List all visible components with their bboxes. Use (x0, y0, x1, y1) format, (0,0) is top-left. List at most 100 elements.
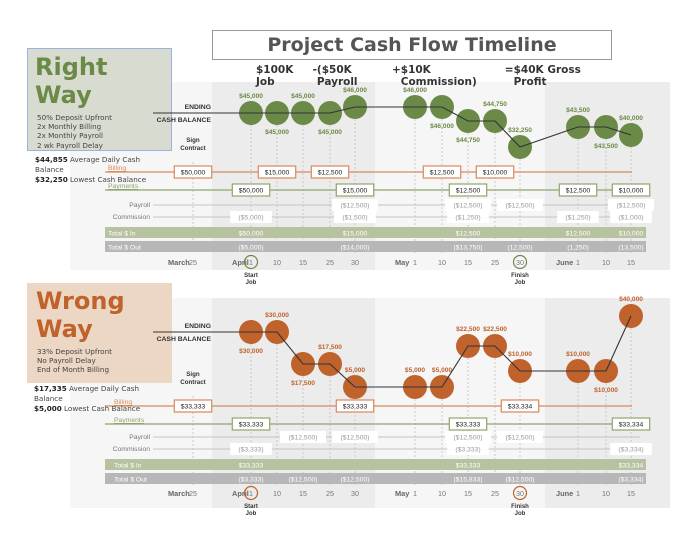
month-label: March (168, 489, 190, 498)
billing-box (310, 165, 350, 179)
total-out-bar (105, 473, 646, 484)
payroll-box (608, 199, 654, 211)
equation-commission: $10K Commission) (400, 64, 477, 88)
balance-label: $45,000 (291, 93, 315, 100)
payroll-box (497, 431, 543, 443)
balance-circle (619, 123, 643, 147)
total-in-value: $12,500 (456, 231, 481, 238)
payment-value: $33,333 (456, 422, 481, 429)
billing-box (422, 165, 462, 179)
balance-label: $43,500 (566, 107, 590, 114)
month-label: April (232, 489, 249, 498)
payroll-box (332, 199, 378, 211)
total-out-value: ($14,000) (340, 245, 369, 252)
commission-box (557, 211, 599, 223)
balance-circle (318, 352, 342, 376)
total-in-value: $10,000 (619, 231, 644, 238)
day-label: 1 (576, 258, 580, 267)
day-label: 25 (189, 489, 197, 498)
billing-box (173, 399, 213, 413)
payment-box (558, 183, 598, 197)
commission-box (447, 211, 489, 223)
balance-circle (318, 101, 342, 125)
day-label: 10 (273, 258, 281, 267)
payroll-value: ($12,500) (340, 435, 369, 442)
commission-value: ($1,000) (618, 215, 643, 222)
month-label: May (395, 258, 410, 267)
month-label: May (395, 489, 410, 498)
sign-contract-label: Contract (180, 379, 205, 386)
payroll-box (332, 431, 378, 443)
balance-circle (343, 95, 367, 119)
balance-label: $5,000 (432, 367, 453, 374)
billing-value: $50,000 (181, 170, 206, 177)
balance-circle (239, 101, 263, 125)
billing-box (173, 165, 213, 179)
day-label: 25 (491, 489, 499, 498)
billing-label: Billing (108, 165, 126, 172)
equation-minus: - (312, 64, 317, 76)
balance-label: $45,000 (265, 129, 289, 136)
balance-label: $22,500 (483, 326, 507, 333)
balance-circle (508, 135, 532, 159)
day-label: 10 (602, 489, 610, 498)
total-out-value: ($5,000) (238, 245, 263, 252)
billing-value: $10,000 (483, 170, 508, 177)
milestone-label: Job (246, 280, 257, 286)
billing-value: $33,333 (181, 404, 206, 411)
day-label: 30 (516, 489, 524, 498)
total-out-label: Total $ Out (108, 245, 141, 252)
payment-box (448, 417, 488, 431)
milestone-label: Job (515, 280, 526, 286)
right-way-summary: Right Way 50% Deposit Upfront 2x Monthly… (27, 48, 172, 184)
payroll-box (445, 431, 491, 443)
balance-label: $43,500 (594, 143, 618, 150)
payroll-value: ($12,500) (505, 203, 534, 210)
equation-plus: + (391, 64, 401, 76)
balance-circle (483, 109, 507, 133)
right-way-detail: 2x Monthly Billing (37, 122, 102, 132)
milestone-label: Start (244, 504, 258, 510)
billing-value: $33,334 (508, 404, 533, 411)
payment-value: $12,500 (456, 188, 481, 195)
commission-value: ($1,250) (565, 215, 590, 222)
day-label: 10 (273, 489, 281, 498)
payment-value: $50,000 (239, 188, 264, 195)
sign-contract-label: Contract (180, 145, 205, 152)
payment-value: $15,000 (343, 188, 368, 195)
day-label: 15 (627, 258, 635, 267)
milestone-circle (243, 485, 259, 501)
total-out-value: (12,500) (507, 245, 532, 252)
balance-label: $17,500 (291, 380, 315, 387)
balance-circle (619, 304, 643, 328)
total-in-label: Total $ In (114, 463, 142, 470)
page-title: Project Cash Flow Timeline (212, 30, 612, 60)
balance-label: $44,750 (456, 137, 480, 144)
balance-label: $46,000 (403, 87, 427, 94)
day-label: 15 (627, 489, 635, 498)
right-way-detail: 50% Deposit Upfront (37, 113, 112, 122)
payroll-value: ($12,500) (288, 435, 317, 442)
payroll-value: ($12,500) (453, 435, 482, 442)
billing-value: $12,500 (430, 170, 455, 177)
total-out-bar (105, 241, 646, 252)
commission-value: ($5,000) (238, 215, 263, 222)
month-label: June (556, 258, 573, 267)
commission-value: ($1,500) (342, 215, 367, 222)
day-label: 1 (413, 489, 417, 498)
total-out-value: ($12,500) (505, 477, 534, 484)
wrong-way-detail: No Payroll Delay (37, 356, 96, 366)
milestone-circle (512, 485, 528, 501)
commission-value: ($3,333) (238, 447, 263, 454)
billing-value: $15,000 (265, 170, 290, 177)
balance-circle (343, 375, 367, 399)
day-label: 25 (491, 258, 499, 267)
balance-label: $46,000 (430, 123, 454, 130)
balance-circle (265, 101, 289, 125)
milestone-label: Job (515, 511, 526, 517)
billing-label: Billing (114, 399, 132, 406)
day-label: 10 (438, 258, 446, 267)
total-out-value: (13,500) (618, 245, 643, 252)
payments-label: Payments (114, 417, 145, 424)
